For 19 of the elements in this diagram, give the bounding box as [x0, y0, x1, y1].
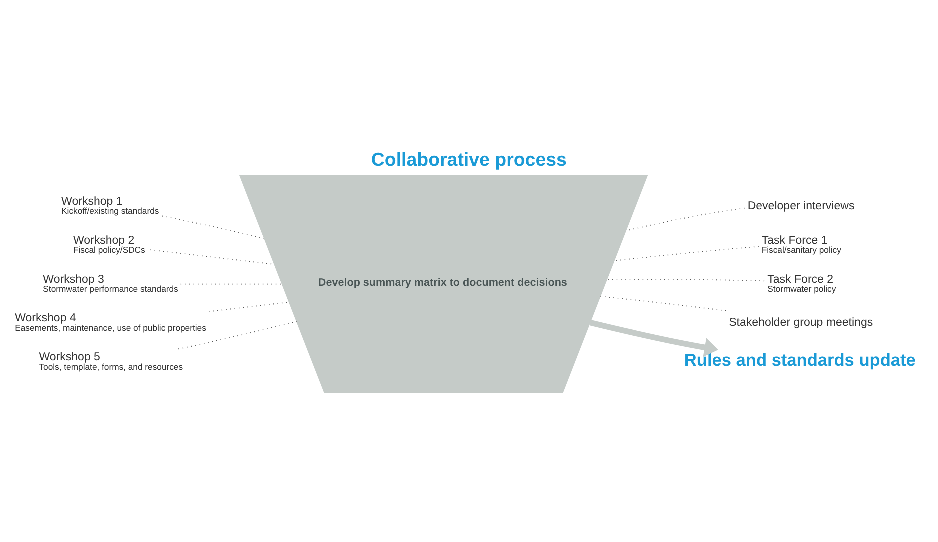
node-text: Task Force 1 Fiscal/sanitary policy: [762, 234, 842, 256]
connector: [606, 279, 765, 282]
node-text: Workshop 5 Tools, template, forms, and resources: [39, 352, 184, 372]
node-text: Rules and standards update: [684, 350, 916, 370]
diagram-title: Collaborative process: [371, 149, 567, 170]
node-text: Workshop 2 Fiscal policy/SDCs: [73, 234, 146, 256]
node-text: Workshop 1 Kickoff/existing standards: [62, 196, 160, 216]
node-text: Stakeholder group meetings: [729, 316, 874, 329]
connector: [208, 302, 290, 312]
connector: [180, 284, 282, 285]
arrow: [590, 320, 718, 358]
connector: [600, 296, 726, 312]
connector: [614, 246, 760, 262]
connector: [162, 216, 265, 240]
node-text: Task Force 2 Stormwater policy: [768, 274, 836, 294]
node-text: Workshop 3 Stormwater performance standards: [43, 274, 178, 294]
connector: [178, 321, 298, 350]
node-text: Developer interviews: [748, 200, 855, 212]
node-text: Workshop 4 Easements, maintenance, use of public properties: [15, 312, 206, 333]
